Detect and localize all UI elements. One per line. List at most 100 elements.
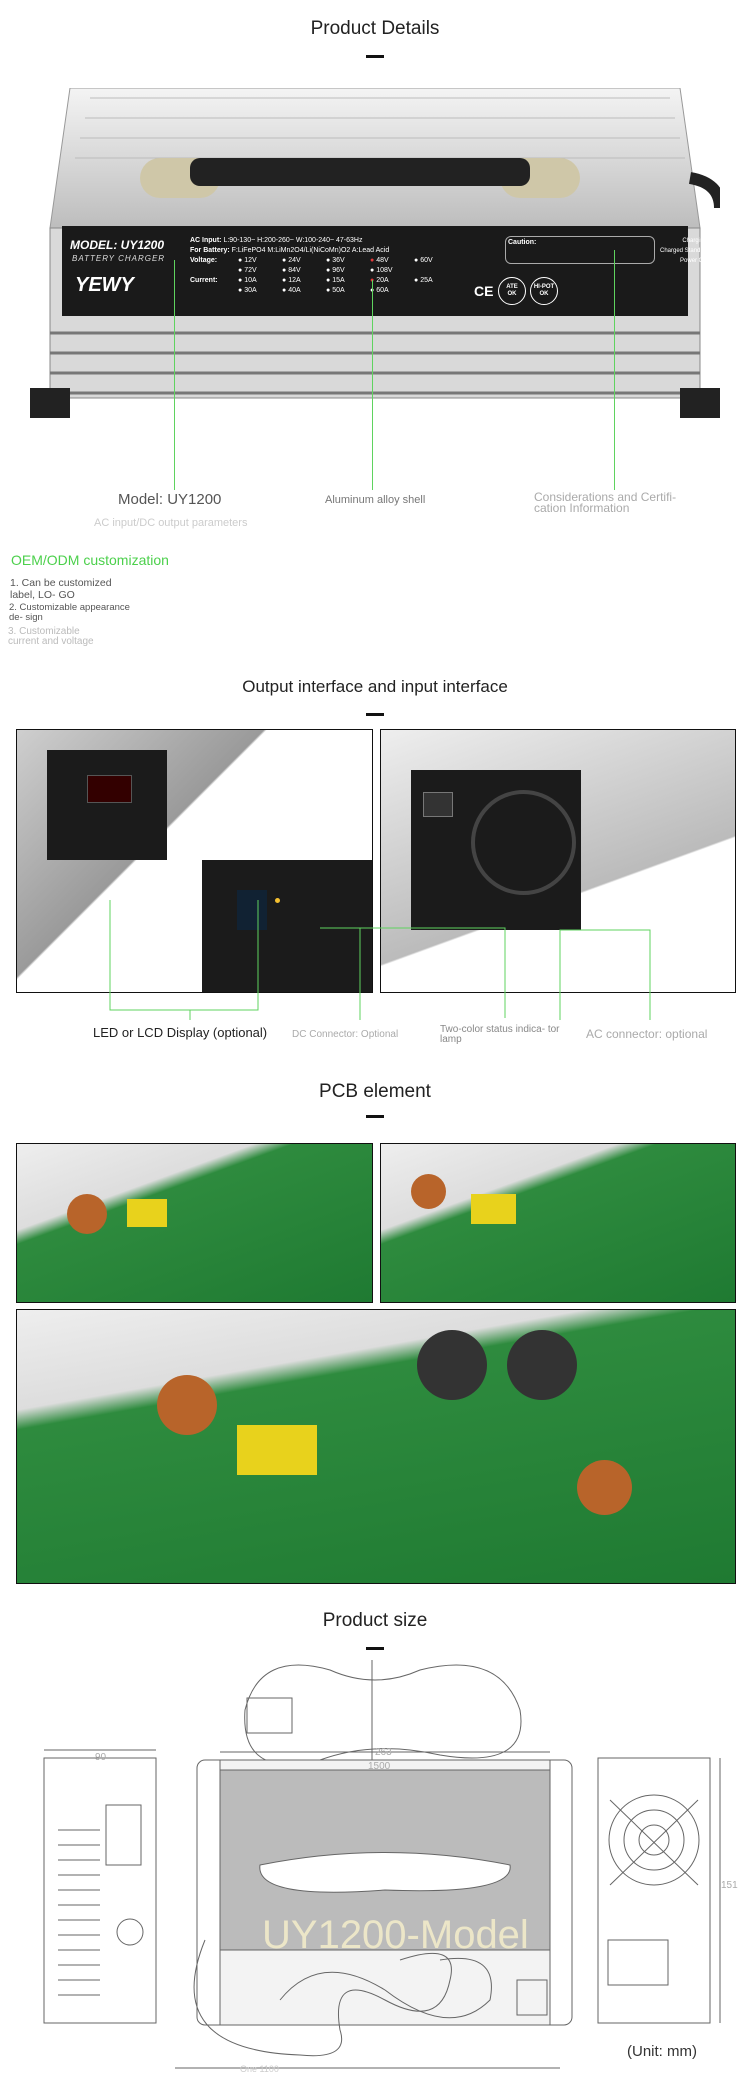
option-dot-icon: ●	[238, 287, 243, 294]
option-label: 12V	[244, 257, 257, 264]
title-divider	[366, 1647, 384, 1650]
option-dot-icon: ●	[414, 277, 419, 284]
led-display	[87, 775, 132, 803]
status-lamp	[275, 898, 280, 903]
section-title-size: Product size	[322, 1610, 428, 1631]
spec-option: ● 60V	[414, 256, 458, 266]
option-label: 96V	[332, 267, 345, 274]
option-dot-icon: ●	[326, 287, 331, 294]
option-label: 48V	[376, 257, 389, 264]
current-label: Current:	[190, 277, 218, 284]
caution-title: Caution:	[508, 239, 537, 246]
fan-icon	[471, 790, 576, 895]
dim-height: 151	[721, 1880, 738, 1891]
spec-option: ● 25A	[414, 276, 458, 286]
option-label: 108V	[376, 267, 393, 274]
callout-model: Model: UY1200	[118, 491, 222, 508]
unit-note: (Unit: mm)	[627, 2043, 697, 2060]
callout-model-sub: AC input/DC output parameters	[94, 517, 248, 529]
spec-option: ● 40A	[282, 286, 326, 296]
option-dot-icon: ●	[282, 287, 287, 294]
voltage-label: Voltage:	[190, 257, 218, 264]
option-dot-icon: ●	[238, 277, 243, 284]
spec-option: ● 20A	[370, 276, 414, 286]
spec-option: ● 12V	[238, 256, 282, 266]
ac-input-label: AC Input:	[190, 237, 222, 244]
option-dot-icon: ●	[238, 267, 243, 274]
option-label: 20A	[376, 277, 389, 284]
spec-option: ● 84V	[282, 266, 326, 276]
option-label: 72V	[244, 267, 257, 274]
dim-output-cable: One 1100	[240, 2064, 279, 2074]
hi-pot-ok-mark: HI-POT OK	[530, 277, 558, 305]
spec-option: ● 48V	[370, 256, 414, 266]
label-model: MODEL: UY1200	[70, 238, 165, 252]
spec-option: ● 72V	[238, 266, 282, 276]
callout-dc: DC Connector: Optional	[292, 1029, 399, 1040]
callout-cert: Considerations and Certifi- cation Infor…	[534, 490, 677, 515]
pcb-photo	[380, 1143, 736, 1303]
option-dot-icon: ●	[238, 257, 243, 264]
option-dot-icon: ●	[326, 277, 331, 284]
section-title-interfaces: Output interface and input interface	[242, 677, 508, 696]
spec-option: ● 24V	[282, 256, 326, 266]
option-dot-icon: ●	[282, 257, 287, 264]
interface-callout-lines	[109, 900, 651, 1020]
callout-ac: AC connector: optional	[586, 1027, 708, 1041]
spec-option: ● 96V	[326, 266, 370, 276]
option-label: 12A	[288, 277, 301, 284]
title-divider	[366, 1115, 384, 1118]
callout-display: LED or LCD Display (optional)	[93, 1025, 268, 1040]
label-type: BATTERY CHARGER	[72, 254, 166, 263]
spec-option: ● 36V	[326, 256, 370, 266]
spec-option: ● 30A	[238, 286, 282, 296]
callout-lamp: Two-color status indica- tor lamp	[440, 1024, 560, 1045]
battery-value: F:LiFePO4 M:LiMn2O4/Li(NiCoMn)O2 A:Lead …	[231, 247, 390, 254]
callout-line	[372, 280, 373, 490]
title-divider	[366, 713, 384, 716]
ce-mark: CE	[474, 283, 494, 299]
battery-label: For Battery:	[190, 247, 230, 254]
spec-option: ● 50A	[326, 286, 370, 296]
option-dot-icon: ●	[370, 267, 375, 274]
option-label: 50A	[332, 287, 345, 294]
spec-option: ● 108V	[370, 266, 414, 276]
spec-option: ● 10A	[238, 276, 282, 286]
option-label: 15A	[332, 277, 345, 284]
brand-logo: YEWY	[75, 274, 134, 296]
status-standby: Charged Standby	[660, 248, 707, 254]
callout-line	[614, 250, 615, 490]
status-charging: Charging	[682, 238, 707, 244]
option-label: 84V	[288, 267, 301, 274]
option-label: 36V	[332, 257, 345, 264]
status-power: Power On	[680, 258, 707, 264]
dim-width: 263	[375, 1747, 392, 1758]
section-title-pcb: PCB element	[319, 1081, 431, 1102]
option-label: 60A	[376, 287, 389, 294]
output-interface-photo	[16, 729, 373, 993]
spec-option: ● 60A	[370, 286, 414, 296]
ate-ok-mark: ATE OK	[498, 277, 526, 305]
dim-depth: 90	[95, 1752, 107, 1763]
option-label: 30A	[244, 287, 257, 294]
callout-shell: Aluminum alloy shell	[325, 494, 426, 506]
callout-line	[174, 260, 175, 490]
option-label: 24V	[288, 257, 301, 264]
dim-cable-length: 1500	[368, 1761, 391, 1772]
title-divider	[366, 55, 384, 58]
option-label: 60V	[420, 257, 433, 264]
ac-input-value: L:90-130~ H:200-260~ W:100-240~ 47-63Hz	[223, 237, 363, 244]
option-dot-icon: ●	[414, 257, 419, 264]
option-label: 10A	[244, 277, 257, 284]
spec-option: ● 15A	[326, 276, 370, 286]
option-dot-icon: ●	[370, 257, 375, 264]
dimension-drawing	[43, 1660, 721, 2069]
option-dot-icon: ●	[282, 277, 287, 284]
pcb-photo-large	[16, 1309, 736, 1584]
drawing-model-text: UY1200-Model	[262, 1913, 529, 1957]
option-dot-icon: ●	[282, 267, 287, 274]
charger-photo: MODEL: UY1200 BATTERY CHARGER YEWY AC In…	[30, 87, 726, 458]
ac-socket	[423, 792, 453, 817]
input-interface-photo	[380, 729, 736, 993]
oem-title: OEM/ODM customization	[11, 552, 169, 568]
